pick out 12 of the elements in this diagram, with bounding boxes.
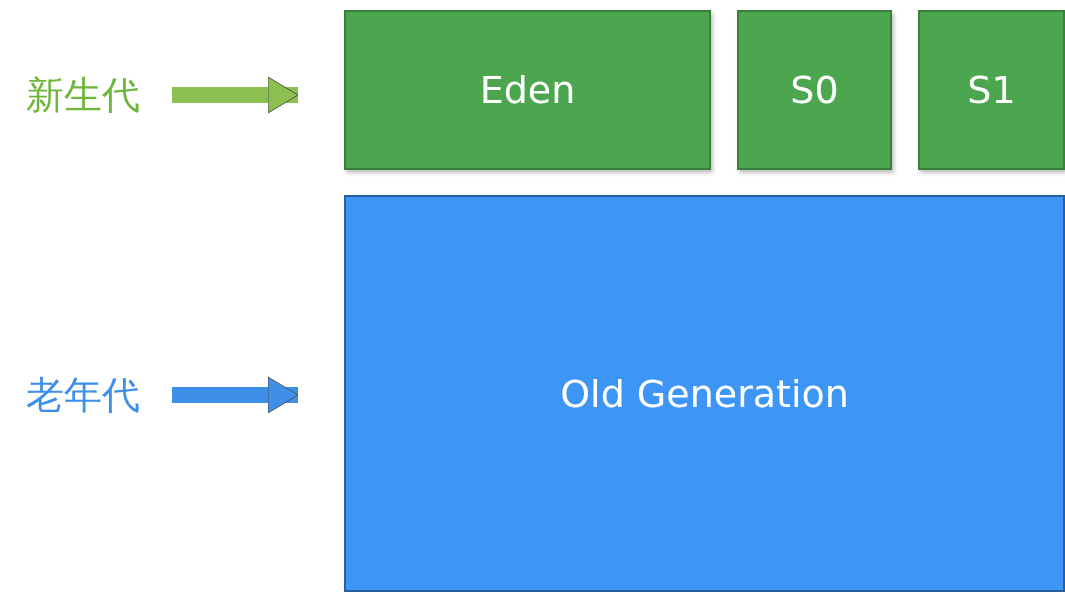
old-generation-region xyxy=(344,195,1065,592)
region-name: Eden xyxy=(479,68,576,112)
generation-label: 老年代 xyxy=(26,371,140,419)
block-arrow xyxy=(172,76,299,114)
region-name: S1 xyxy=(967,68,1016,112)
survivor-region xyxy=(737,10,892,170)
generation-label: 新生代 xyxy=(26,71,140,119)
block-arrow xyxy=(172,376,299,414)
region-name: S0 xyxy=(790,68,839,112)
region-name: Old Generation xyxy=(560,371,849,416)
survivor-region xyxy=(918,10,1065,170)
eden-region xyxy=(344,10,711,170)
